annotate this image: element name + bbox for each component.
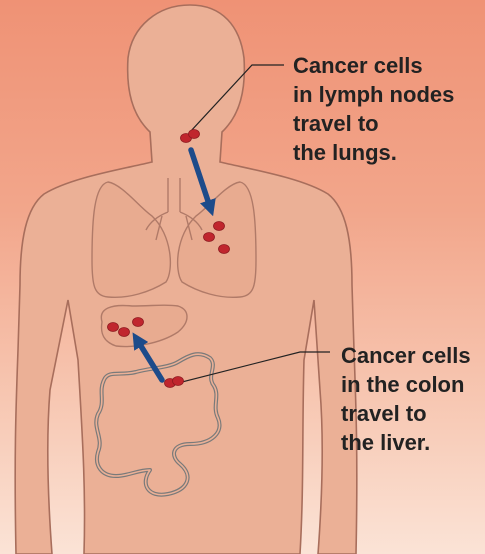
cancer-cell-lymph (189, 130, 200, 139)
callout-lymph-to-lungs: Cancer cells in lymph nodes travel to th… (293, 51, 454, 167)
callout-line: Cancer cells (293, 51, 454, 80)
cancer-cell-lung (214, 222, 225, 231)
callout-colon-to-liver: Cancer cells in the colon travel to the … (341, 341, 471, 457)
callout-line: the lungs. (293, 138, 454, 167)
callout-line: the liver. (341, 428, 471, 457)
cancer-cell-liver (133, 318, 144, 327)
cancer-cell-lung (204, 233, 215, 242)
cancer-cell-colon (173, 377, 184, 386)
callout-line: travel to (293, 109, 454, 138)
callout-line: in lymph nodes (293, 80, 454, 109)
cancer-cell-liver (119, 328, 130, 337)
cancer-cell-lung (219, 245, 230, 254)
callout-line: travel to (341, 399, 471, 428)
callout-line: Cancer cells (341, 341, 471, 370)
cancer-cell-liver (108, 323, 119, 332)
callout-line: in the colon (341, 370, 471, 399)
